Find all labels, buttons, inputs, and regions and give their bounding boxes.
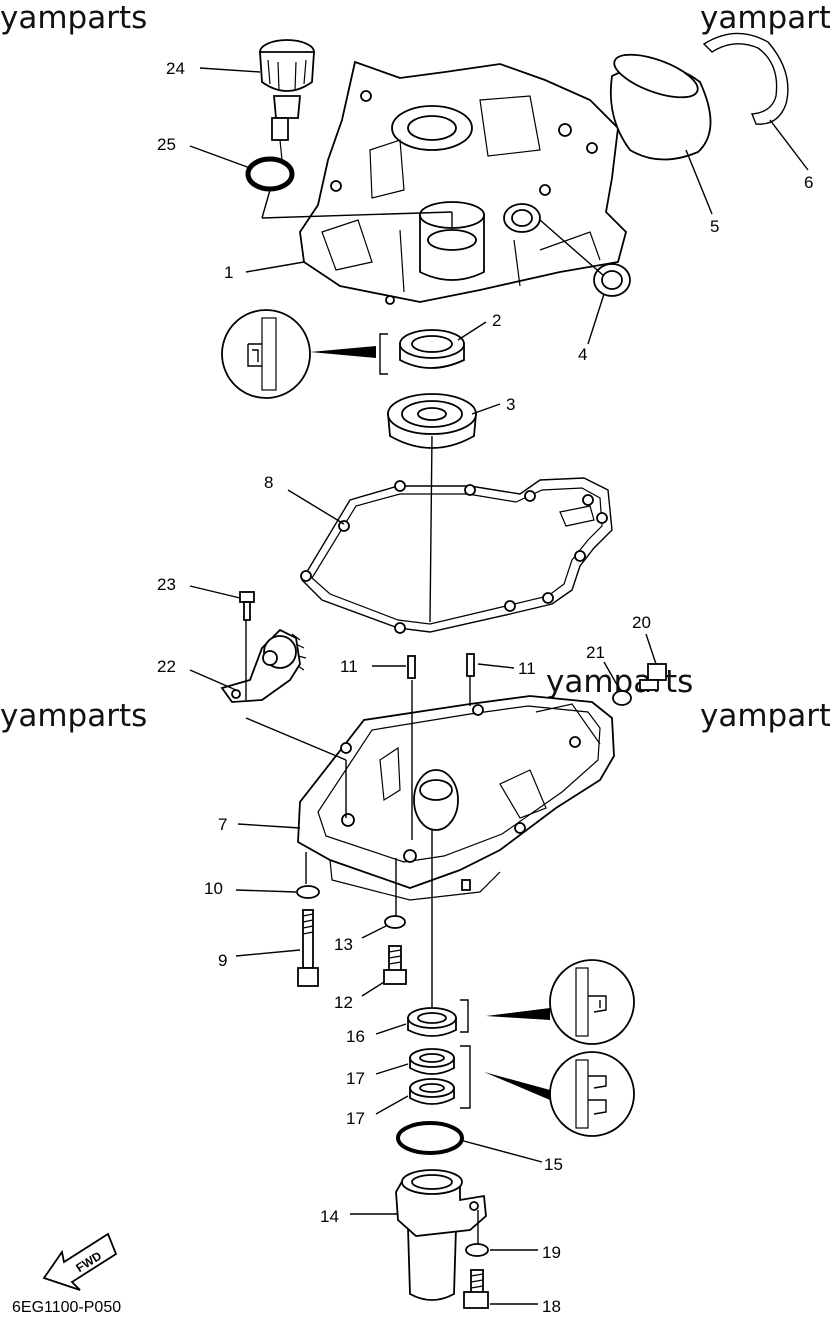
callout-14: 14 [320,1207,339,1226]
callout-2: 2 [492,311,501,330]
washer-21-part [612,690,632,706]
leader-lines [189,67,809,1305]
callout-24: 24 [166,59,185,78]
callout-23: 23 [157,575,176,594]
callout-7: 7 [218,815,227,834]
bolt-23-part [239,591,255,621]
gasket-window [559,505,595,527]
diagram-code: 6EG1100-P050 [12,1299,121,1316]
ball-bearing-part [387,393,477,449]
gasket-part [301,477,613,633]
bolt-12-part [383,945,407,985]
callout-25: 25 [157,135,176,154]
dowel-pin-right [466,653,475,677]
bearing-17-lower-part [409,1078,455,1105]
oil-pump-part [220,628,307,703]
callout-20: 20 [632,613,651,632]
cover-ring-part [609,53,712,161]
oil-seal-part [593,263,631,297]
washer-13-part [384,915,406,929]
detail-magnifier-upper [221,309,388,399]
detail-magnifier-lower [460,1045,635,1137]
callout-8: 8 [264,473,273,492]
watermark-top-right: yampart [700,0,830,36]
drain-plug-part [639,663,667,691]
callout-6: 6 [804,173,813,192]
callout-4: 4 [578,345,587,364]
upper-crankcase-part [299,60,628,305]
callout-9: 9 [218,951,227,970]
watermark-top-left: yamparts [0,0,147,36]
o-ring-part [245,156,295,192]
callout-12: 12 [334,993,353,1012]
dowel-pin-left [407,655,416,679]
long-bolt-9-part [297,909,319,987]
bearing-17-upper-part [409,1048,455,1075]
watermark-mid-right: yampart [700,698,830,734]
detail-magnifier-middle [460,959,635,1045]
callout-5: 5 [710,217,719,236]
callout-17-upper: 17 [346,1069,365,1088]
bearing-16-part [407,1007,457,1037]
callout-11-left: 11 [340,657,358,676]
callout-numbers: 24 25 1 2 3 4 5 6 8 23 22 11 11 21 20 7 … [157,59,813,1316]
fwd-arrow-icon: FWD [42,1232,118,1291]
callout-3: 3 [506,395,515,414]
bolt-18-part [463,1269,489,1309]
callout-16: 16 [346,1027,365,1046]
washer-10-part [296,885,320,899]
callout-13: 13 [334,935,353,954]
oil-filler-cap-part [259,39,315,161]
assembly-lines [245,189,605,1244]
callout-17-lower: 17 [346,1109,365,1128]
callout-21: 21 [586,643,605,662]
gasket-bolt-holes [300,480,608,634]
bearing-upper-part [399,329,465,369]
bearing-housing-part [395,1169,487,1301]
callout-18: 18 [542,1297,561,1316]
callout-11-right: 11 [518,659,536,678]
washer-19-part [465,1243,489,1257]
gasket-inner-edge [311,487,603,625]
o-ring-15-part [396,1121,464,1155]
lower-crankcase-part [297,695,615,901]
watermark-mid-left: yamparts [0,698,147,734]
callout-10: 10 [204,879,223,898]
callout-22: 22 [157,657,176,676]
callout-1: 1 [224,263,233,282]
callout-15: 15 [544,1155,563,1174]
callout-19: 19 [542,1243,561,1262]
band-ring-part [702,32,789,125]
